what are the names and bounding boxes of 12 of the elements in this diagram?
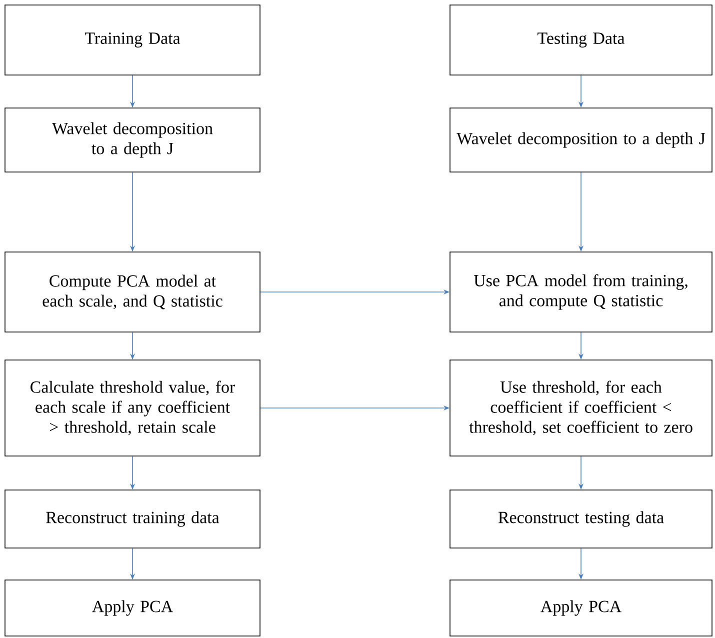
- process-box: Use PCA model from training, and compute Q statistic: [450, 252, 712, 332]
- process-box: Reconstruct training data: [4, 490, 260, 548]
- process-box: Apply PCA: [4, 580, 260, 636]
- process-box: Training Data: [4, 4, 260, 76]
- process-box: Reconstruct testing data: [450, 490, 712, 548]
- process-box: Wavelet decomposition to a depth J: [4, 108, 260, 172]
- process-box: Wavelet decomposition to a depth J: [450, 108, 712, 172]
- process-box: Apply PCA: [450, 580, 712, 636]
- process-box: Calculate threshold value, for each scale if any coefficient > threshold, retain scale: [4, 360, 260, 456]
- process-box: Testing Data: [450, 4, 712, 76]
- process-box: Use threshold, for each coefficient if coefficient < threshold, set coefficient to zero: [450, 360, 712, 456]
- process-box: Compute PCA model at each scale, and Q statistic: [4, 252, 260, 332]
